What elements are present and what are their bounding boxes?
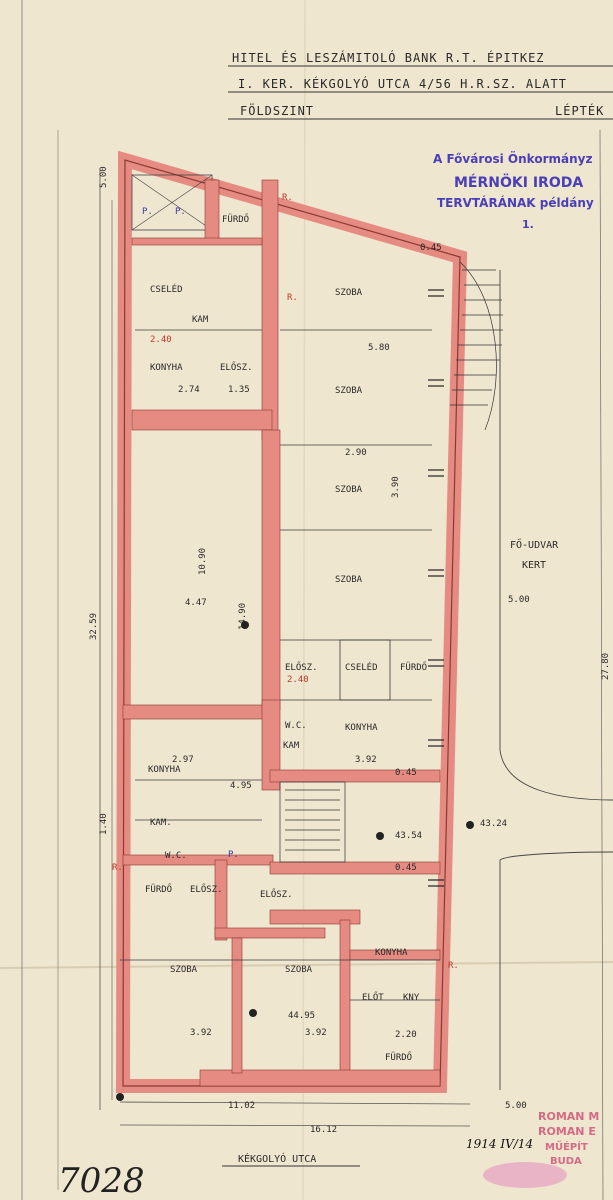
title-line-1: HITEL ÉS LESZÁMITOLÓ BANK R.T. ÉPITKEZ <box>232 50 545 65</box>
dim-392a: 3.92 <box>355 755 377 765</box>
right-windows <box>428 289 444 887</box>
room-kamra-top: KAM <box>192 315 209 325</box>
dim-4324: 43.24 <box>480 819 507 829</box>
stamp-line-1: A Fővárosi Önkormányz <box>433 151 592 166</box>
dim-045a: 0.45 <box>420 243 442 253</box>
svg-text:MŰÉPÍT: MŰÉPÍT <box>545 1139 588 1153</box>
courtyard-label-1: FŐ-UDVAR <box>510 537 559 551</box>
room-elot: ELŐT <box>362 992 384 1003</box>
room-konyha-mid: KONYHA <box>345 723 378 733</box>
marker-r-2: R. <box>287 293 298 303</box>
street-name: KÉKGOLYÓ UTCA <box>238 1152 316 1165</box>
dim-495: 4.95 <box>230 781 252 791</box>
courtyard-label-2: KERT <box>522 560 546 571</box>
marker-r-3: R. <box>448 961 459 971</box>
room-wc-left: W.C. <box>165 851 187 861</box>
approval-date: 1914 IV/14 <box>466 1137 533 1151</box>
room-furdo-top: FÜRDŐ <box>222 214 249 225</box>
room-furdo-br: FÜRDŐ <box>385 1052 412 1063</box>
room-elosz-left: ELŐSZ. <box>190 884 223 895</box>
marker-p-3: P. <box>228 850 239 860</box>
dim-290: 2.90 <box>345 448 367 458</box>
title-line-3: FÖLDSZINT <box>240 102 314 118</box>
dim-1090: 10.90 <box>198 548 208 575</box>
room-cseled-top: CSELÉD <box>150 283 183 295</box>
dim-4495: 44.95 <box>288 1011 315 1021</box>
dim-045b: 0.45 <box>395 768 417 778</box>
room-kamra-mid: KAM <box>283 741 300 751</box>
dim-500-bottom: 5.00 <box>505 1101 527 1111</box>
dim-3259: 32.59 <box>89 613 99 640</box>
dim-392b: 3.92 <box>190 1028 212 1038</box>
dim-240a-red: 2.40 <box>150 335 172 345</box>
dim-1102: 11.02 <box>228 1101 255 1111</box>
marker-r-1: R. <box>282 193 293 203</box>
dim-4354: 43.54 <box>395 831 422 841</box>
marker-r-4: R. <box>112 863 123 873</box>
room-elosz-low: ELŐSZ. <box>260 889 293 900</box>
room-furdo-left: FÜRDŐ <box>145 884 172 895</box>
title-line-2: I. KER. KÉKGOLYÓ UTCA 4/56 H.R.SZ. ALATT <box>238 76 567 91</box>
room-furdo-mid: FÜRDŐ <box>400 662 427 673</box>
svg-text:BUDA: BUDA <box>550 1156 582 1167</box>
room-cseled-mid: CSELÉD <box>345 661 378 673</box>
room-szoba-bl: SZOBA <box>170 965 198 975</box>
paper-fold-line <box>0 961 613 969</box>
room-kny: KNY <box>403 993 420 1003</box>
dim-500-yard: 5.00 <box>508 595 530 605</box>
dim-220: 2.20 <box>395 1030 417 1040</box>
entrance-steps <box>450 261 503 431</box>
staircase <box>279 781 346 863</box>
dim-580: 5.80 <box>368 343 390 353</box>
stamp-line-3: TERVTÁRÁNAK példány <box>437 195 594 210</box>
room-konyha-left: KONYHA <box>148 765 181 775</box>
stamp-line-2: MÉRNÖKI IRODA <box>454 173 583 191</box>
room-wc-mid: W.C. <box>285 721 307 731</box>
title-scale: LÉPTÉK <box>555 103 604 118</box>
dim-240b-red: 2.40 <box>287 675 309 685</box>
dim-135: 1.35 <box>228 385 250 395</box>
room-szoba-3: SZOBA <box>335 485 363 495</box>
room-kam-left: KAM. <box>150 818 172 828</box>
svg-text:ROMAN E: ROMAN E <box>538 1125 596 1138</box>
dim-140: 1.40 <box>99 813 109 835</box>
dim-297: 2.97 <box>172 755 194 765</box>
dim-500-top: 5.00 <box>99 166 109 188</box>
room-eloszoba-top: ELŐSZ. <box>220 362 253 373</box>
marker-p-1: P. <box>142 207 153 217</box>
sheet-number: 7028 <box>58 1161 145 1200</box>
room-szoba-2: SZOBA <box>335 386 363 396</box>
room-elosz-mid: ELŐSZ. <box>285 662 318 673</box>
dim-2780: 27.80 <box>601 653 611 680</box>
room-konyha-right: KONYHA <box>375 948 408 958</box>
room-konyha-top: KONYHA <box>150 363 183 373</box>
approval-stamp: ROMAN M ROMAN E MŰÉPÍT BUDA <box>538 1110 599 1167</box>
marker-p-2: P. <box>175 207 186 217</box>
interior-walls <box>122 179 441 1087</box>
signature-stamp <box>483 1162 567 1188</box>
stamp-line-4: 1. <box>522 218 534 231</box>
level-markers <box>116 621 474 1101</box>
dim-1490: 14.90 <box>238 603 248 630</box>
svg-text:ROMAN M: ROMAN M <box>538 1110 599 1123</box>
room-szoba-bm: SZOBA <box>285 965 313 975</box>
dim-447: 4.47 <box>185 598 207 608</box>
dim-1612: 16.12 <box>310 1125 337 1135</box>
dim-390: 3.90 <box>391 476 401 498</box>
paper-fold-line-v <box>302 0 306 1200</box>
courtyard-boundary <box>499 270 613 801</box>
room-szoba-1: SZOBA <box>335 288 363 298</box>
dim-274: 2.74 <box>178 385 200 395</box>
dim-392c: 3.92 <box>305 1028 327 1038</box>
room-szoba-4: SZOBA <box>335 575 363 585</box>
dim-045c: 0.45 <box>395 863 417 873</box>
